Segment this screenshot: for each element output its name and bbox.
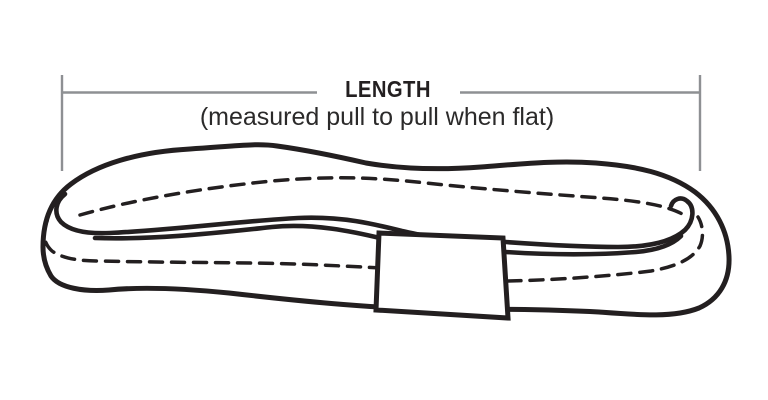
right-overlap-line (503, 233, 684, 257)
sling-tag (373, 230, 511, 321)
right-fold-line (503, 196, 695, 250)
left-fold-line (54, 191, 464, 246)
length-label: LENGTH (345, 76, 431, 102)
sling-drawing (40, 142, 732, 321)
bottom-stitch-dashed-line-left (42, 219, 383, 270)
dimension-line (60, 75, 702, 171)
bottom-stitch-dashed-line-right (506, 215, 705, 283)
length-measurement-note: (measured pull to pull when flat) (199, 103, 555, 131)
left-overlap-line (92, 223, 391, 243)
top-stitch-dashed-line (78, 176, 686, 217)
